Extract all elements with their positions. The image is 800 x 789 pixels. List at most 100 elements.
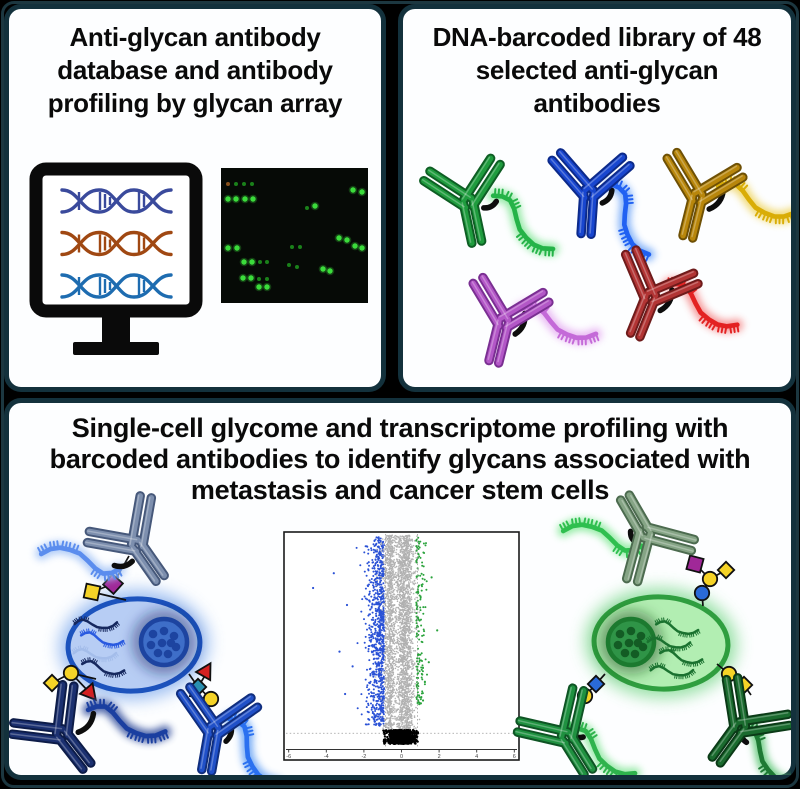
glycan-circle [693, 584, 711, 602]
title-line: profiling by glycan array [47, 88, 343, 118]
antibody-library-illustration [419, 147, 791, 368]
blue-antibody [547, 148, 635, 239]
dna-barcode [82, 698, 172, 744]
array-spot [359, 245, 365, 251]
computer-monitor-icon [29, 162, 203, 355]
array-spot [256, 284, 262, 290]
magenta-antibody [468, 272, 554, 368]
title-line: selected anti-glycan [475, 55, 719, 85]
glycan-circle [701, 570, 719, 588]
title-line: DNA-barcoded library of 48 [432, 22, 762, 52]
slate-blue-antibody [82, 491, 169, 587]
mrna-strand [648, 662, 696, 680]
array-spot [241, 259, 247, 265]
dna-helix-icon [60, 273, 173, 299]
x-tick-label: -4 [324, 754, 329, 760]
glycan-array-image [221, 168, 368, 303]
navy-antibody [9, 680, 96, 774]
array-spot [287, 263, 291, 267]
glycan-diamond [716, 560, 736, 580]
barcode-linker [481, 198, 500, 211]
x-tick-label: 0 [400, 754, 403, 760]
title-line: database and antibody [57, 55, 333, 85]
dna-barcode [562, 720, 641, 775]
glycan-square [685, 554, 705, 574]
mrna-strand [654, 617, 701, 638]
database-panel-title: Anti-glycan antibody database and antibo… [9, 21, 381, 120]
array-spot [226, 182, 230, 186]
monitor-stand [73, 342, 159, 355]
array-spot [248, 275, 254, 281]
array-spot [258, 260, 262, 264]
x-tick-label: 6 [513, 754, 516, 760]
glycan-diamond [42, 673, 62, 693]
x-axis: -6 -4 -2 0 2 4 6 [286, 749, 517, 760]
array-spot [320, 266, 326, 272]
title-line: Single-cell glycome and transcriptome pr… [71, 413, 729, 443]
gold-antibody [662, 147, 748, 243]
array-spot [290, 245, 294, 249]
array-spot [242, 196, 248, 202]
scatter-points [312, 534, 439, 731]
mrna-strand [80, 657, 127, 678]
profiling-illustration: -6 -4 -2 0 2 4 6 [9, 490, 791, 775]
array-spot [264, 284, 270, 290]
library-panel-title: DNA-barcoded library of 48 selected anti… [403, 21, 791, 120]
below-threshold-cluster [382, 728, 420, 745]
mrna-strand [79, 628, 126, 649]
array-spot [249, 259, 255, 265]
glycan-diamond [586, 674, 606, 694]
glycan-triangle [78, 681, 97, 702]
barcode-linker [111, 558, 135, 570]
profiling-panel-title: Single-cell glycome and transcriptome pr… [9, 413, 791, 506]
array-spot [240, 275, 246, 281]
royal-blue-antibody [175, 682, 263, 775]
dark-green-antibody [707, 673, 791, 768]
dna-helix-icon [60, 230, 173, 257]
array-spot [250, 182, 254, 186]
array-spot [257, 277, 261, 281]
barcode-linker [599, 187, 615, 206]
x-tick-label: -2 [361, 754, 366, 760]
mrna-strand [72, 615, 120, 633]
glycan-circle [62, 664, 80, 682]
cancer-cell-blue [59, 589, 209, 701]
array-spot [327, 268, 333, 274]
array-spot [250, 196, 256, 202]
array-spot [242, 182, 246, 186]
array-spot [295, 265, 299, 269]
array-spot [305, 206, 309, 210]
array-spot [225, 245, 231, 251]
dna-barcode [35, 540, 126, 582]
green-antibody [512, 683, 598, 775]
red-antibody [620, 245, 703, 342]
array-spot [265, 260, 269, 264]
cancer-stem-cell-green [585, 587, 737, 699]
mrna-strand [645, 634, 693, 652]
volcano-plot: -6 -4 -2 0 2 4 6 [283, 531, 520, 761]
array-spot [233, 196, 239, 202]
array-spot [265, 277, 269, 281]
array-spot [336, 235, 342, 241]
glycan-square [82, 582, 102, 602]
array-spot [225, 196, 231, 202]
array-spot [234, 182, 238, 186]
array-spot [359, 189, 365, 195]
panel-single-cell-profiling: -6 -4 -2 0 2 4 6 Single-cell glycome and trans… [4, 398, 796, 780]
mrna-strand [658, 646, 705, 667]
green-antibody [419, 153, 505, 248]
x-tick-label: 2 [438, 754, 441, 760]
x-tick-label: 4 [475, 754, 478, 760]
title-line: metastasis and cancer stem cells [190, 475, 610, 505]
sage-green-antibody [615, 490, 700, 587]
barcode-linker [75, 710, 97, 736]
array-spot [312, 203, 318, 209]
x-tick-label: -6 [286, 754, 291, 760]
glycan-triangle [194, 661, 212, 682]
dna-barcode [487, 188, 559, 257]
array-spot [344, 237, 350, 243]
array-spot [298, 245, 302, 249]
dna-helix-icon [60, 188, 173, 214]
title-line: Anti-glycan antibody [69, 22, 321, 52]
